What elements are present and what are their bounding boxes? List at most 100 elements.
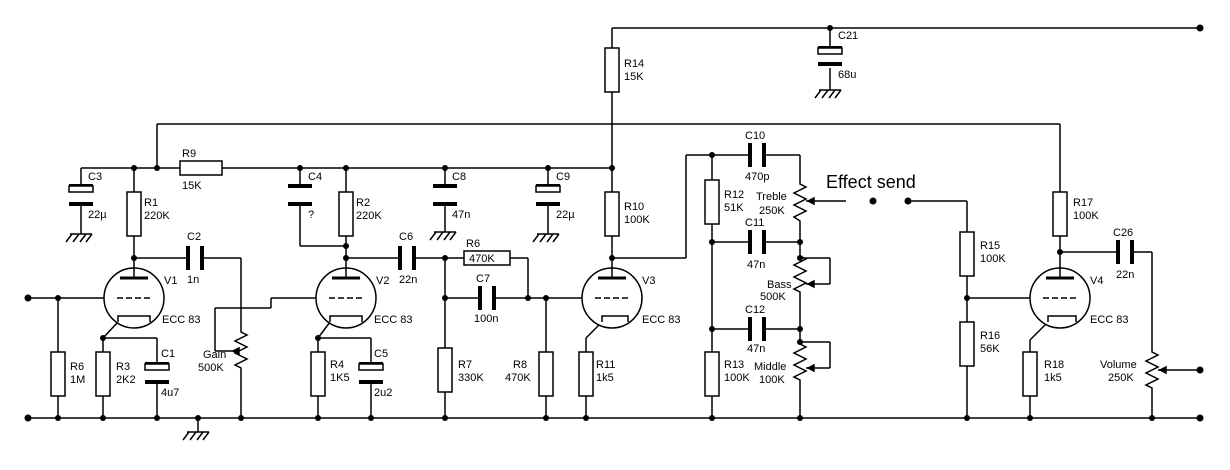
r7-value: 330K bbox=[458, 372, 484, 384]
resistor-r16 bbox=[959, 321, 975, 367]
c10-label: C10 bbox=[745, 130, 765, 142]
r1-value: 220K bbox=[144, 210, 170, 222]
resistor-r3 bbox=[95, 351, 111, 397]
c7-value: 100n bbox=[474, 313, 498, 325]
capacitor-c9 bbox=[535, 184, 561, 206]
r16-label: R16 bbox=[980, 330, 1000, 342]
c11-value: 47n bbox=[747, 259, 765, 271]
junction-dot bbox=[827, 25, 833, 31]
valve-v4 bbox=[1029, 267, 1091, 329]
r3-label: R3 bbox=[116, 361, 130, 373]
junction-dot bbox=[131, 165, 137, 171]
junction-dot bbox=[238, 415, 244, 421]
r14-value: 15K bbox=[624, 71, 644, 83]
r6-label: R6 bbox=[70, 361, 84, 373]
ground-symbol bbox=[182, 431, 210, 441]
v4-label: V4 bbox=[1090, 275, 1103, 287]
bass-label: Bass bbox=[767, 279, 792, 291]
terminal-input bbox=[24, 294, 32, 302]
r10-label: R10 bbox=[624, 201, 644, 213]
resistor-r17 bbox=[1052, 191, 1068, 237]
ground-symbol bbox=[65, 233, 93, 243]
treble-value: 250K bbox=[759, 205, 785, 217]
capacitor-c8 bbox=[433, 184, 457, 206]
gain-label: Gain bbox=[203, 349, 226, 361]
ground-symbol bbox=[429, 231, 457, 241]
resistor-r1 bbox=[126, 191, 142, 237]
c12-label: C12 bbox=[745, 304, 765, 316]
junction-dot bbox=[343, 165, 349, 171]
junction-dot bbox=[315, 335, 321, 341]
junction-dot bbox=[609, 255, 615, 261]
c21-label: C21 bbox=[838, 30, 858, 42]
r6-series-value: 470K bbox=[469, 253, 495, 265]
c4-label: C4 bbox=[308, 171, 322, 183]
resistor-r2 bbox=[338, 191, 354, 237]
v3-label: V3 bbox=[642, 275, 655, 287]
c7-label: C7 bbox=[476, 273, 490, 285]
junction-dot bbox=[442, 165, 448, 171]
junction-dot bbox=[709, 239, 715, 245]
c4-value: ? bbox=[308, 209, 314, 221]
resistor-r11 bbox=[578, 351, 594, 397]
capacitor-c11 bbox=[748, 230, 766, 254]
r8-label: R8 bbox=[513, 359, 527, 371]
ground-symbol bbox=[532, 233, 560, 243]
valve-v1 bbox=[103, 267, 165, 329]
c12-value: 47n bbox=[747, 343, 765, 355]
junction-dot bbox=[543, 295, 549, 301]
terminal-ht bbox=[1196, 24, 1204, 32]
r18-label: R18 bbox=[1044, 359, 1064, 371]
junction-dot bbox=[964, 415, 970, 421]
junction-dot bbox=[343, 255, 349, 261]
r12-value: 51K bbox=[724, 202, 744, 214]
v3-type: ECC 83 bbox=[642, 314, 681, 326]
junction-dot bbox=[442, 415, 448, 421]
resistor-r9 bbox=[179, 160, 223, 176]
junction-dot bbox=[1027, 415, 1033, 421]
junction-dot bbox=[525, 295, 531, 301]
ground-symbol bbox=[814, 89, 842, 99]
junction-dot bbox=[368, 415, 374, 421]
c2-label: C2 bbox=[187, 231, 201, 243]
junction-dot bbox=[154, 165, 160, 171]
potentiometers bbox=[231, 180, 1167, 394]
capacitors bbox=[68, 46, 1134, 384]
junction-dot bbox=[55, 415, 61, 421]
c8-label: C8 bbox=[452, 171, 466, 183]
capacitor-c4 bbox=[288, 184, 312, 206]
junction-dot bbox=[442, 295, 448, 301]
c9-label: C9 bbox=[556, 171, 570, 183]
c9-value: 22µ bbox=[556, 209, 575, 221]
r4-label: R4 bbox=[330, 359, 344, 371]
v1-type: ECC 83 bbox=[162, 314, 201, 326]
r3-value: 2K2 bbox=[116, 374, 136, 386]
terminal-return bbox=[904, 197, 912, 205]
v2-type: ECC 83 bbox=[374, 314, 413, 326]
r4-value: 1K5 bbox=[330, 372, 350, 384]
potentiometer-treble bbox=[792, 180, 815, 228]
junction-dot bbox=[709, 326, 715, 332]
c1-label: C1 bbox=[161, 348, 175, 360]
c26-value: 22n bbox=[1116, 269, 1134, 281]
r14-label: R14 bbox=[624, 58, 644, 70]
junction-dot bbox=[797, 415, 803, 421]
resistor-r8 bbox=[538, 351, 554, 397]
v1-label: V1 bbox=[164, 275, 177, 287]
r10-value: 100K bbox=[624, 214, 650, 226]
junction-dot bbox=[964, 295, 970, 301]
gain-value: 500K bbox=[198, 362, 224, 374]
middle-value: 100K bbox=[759, 374, 785, 386]
c1-value: 4u7 bbox=[161, 387, 179, 399]
valve-v2 bbox=[315, 267, 377, 329]
junction-dot bbox=[1057, 249, 1063, 255]
terminal-output bbox=[1196, 366, 1204, 374]
r1-label: R1 bbox=[144, 197, 158, 209]
r6-series-label: R6 bbox=[466, 238, 480, 250]
ground-symbols bbox=[65, 89, 842, 441]
junction-dot bbox=[315, 415, 321, 421]
resistor-r14 bbox=[604, 47, 620, 93]
junction-dot bbox=[297, 165, 303, 171]
junction-dot bbox=[55, 295, 61, 301]
potentiometer-volume bbox=[1144, 348, 1167, 394]
